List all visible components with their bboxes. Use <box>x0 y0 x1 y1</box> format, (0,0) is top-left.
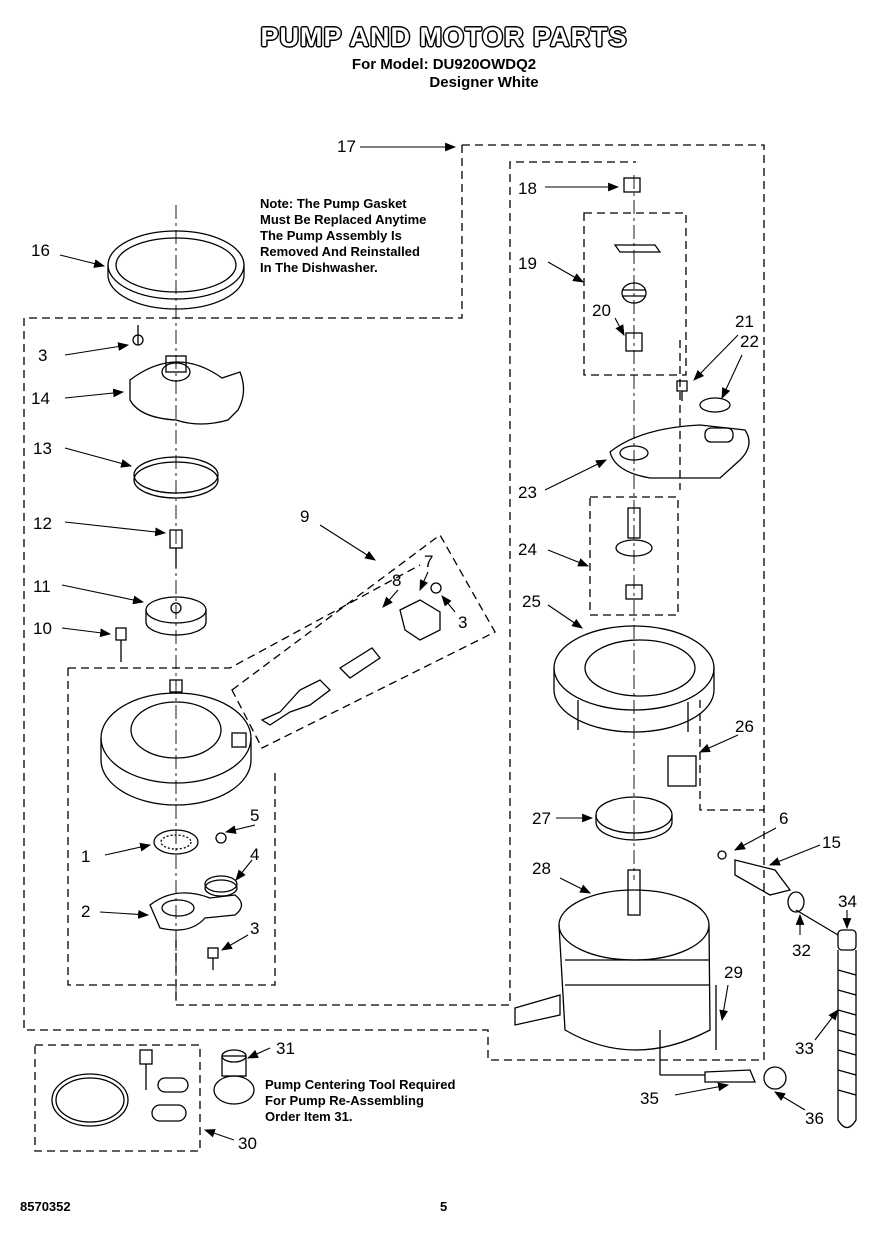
callout-26: 26 <box>735 717 754 736</box>
callout-28: 28 <box>532 859 551 878</box>
callout-3-bottom: 3 <box>250 919 260 938</box>
part-20-bushing <box>625 332 643 352</box>
part-15-fitting <box>717 850 805 913</box>
callout-23: 23 <box>518 483 537 502</box>
callout-31: 31 <box>276 1039 295 1058</box>
part-9-valve-assembly <box>260 582 442 726</box>
part-2-base <box>149 892 243 931</box>
callout-6: 6 <box>779 809 789 828</box>
callout-13: 13 <box>33 439 52 458</box>
part-12-screw <box>169 529 183 568</box>
part-27-disc <box>595 796 673 841</box>
callout-33: 33 <box>795 1039 814 1058</box>
part-5-ball <box>215 832 227 844</box>
part-14-cover <box>129 325 245 425</box>
color-line: Designer White <box>429 74 539 91</box>
callout-3-top: 3 <box>38 346 48 365</box>
part-18-nut <box>623 177 641 193</box>
part-33-hose <box>795 909 857 1129</box>
part-16-gasket <box>107 230 245 310</box>
callout-35: 35 <box>640 1089 659 1108</box>
callout-20: 20 <box>592 301 611 320</box>
part-10-screw <box>115 627 127 662</box>
callout-21: 21 <box>735 312 754 331</box>
leader-lines <box>59 142 852 1141</box>
part-22-ring <box>699 397 731 413</box>
part-4-ring <box>204 875 238 897</box>
callout-19: 19 <box>518 254 537 273</box>
part-30-kit <box>51 1049 189 1127</box>
part-24-seal <box>615 507 653 600</box>
part-35-36-fitting <box>659 1030 787 1090</box>
part-26-clip <box>667 755 697 787</box>
page-title: PUMP AND MOTOR PARTS <box>260 22 628 52</box>
callout-24: 24 <box>518 540 537 559</box>
callout-15: 15 <box>822 833 841 852</box>
centering-tool-note: Pump Centering Tool Required For Pump Re… <box>265 1077 456 1124</box>
part-13-ring <box>133 456 219 499</box>
part-31-tool <box>213 1049 255 1105</box>
callout-8: 8 <box>392 571 402 590</box>
callout-34: 34 <box>838 892 857 911</box>
callout-2: 2 <box>81 902 91 921</box>
part-23-plate <box>609 424 750 479</box>
gasket-note: Note: The Pump Gasket Must Be Replaced A… <box>260 196 427 275</box>
callout-36: 36 <box>805 1109 824 1128</box>
part-11-impeller <box>145 596 207 636</box>
callout-12: 12 <box>33 514 52 533</box>
callout-18: 18 <box>518 179 537 198</box>
callout-10: 10 <box>33 619 52 638</box>
callout-29: 29 <box>724 963 743 982</box>
group-outline <box>23 144 765 1152</box>
callout-25: 25 <box>522 592 541 611</box>
pump-housing <box>100 679 252 806</box>
callout-14: 14 <box>31 389 50 408</box>
part-28-motor <box>514 869 711 1051</box>
page-number: 5 <box>440 1199 448 1214</box>
callout-7: 7 <box>424 552 434 571</box>
callout-5: 5 <box>250 806 260 825</box>
callout-30: 30 <box>238 1134 257 1153</box>
part-21-screw <box>676 380 688 401</box>
callout-16: 16 <box>31 241 50 260</box>
callout-27: 27 <box>532 809 551 828</box>
callout-17: 17 <box>337 137 356 156</box>
part-3-screw-bottom <box>207 947 219 970</box>
callout-22: 22 <box>740 332 759 351</box>
callout-4: 4 <box>250 845 260 864</box>
part-19-spring-assembly <box>613 244 662 304</box>
callout-9: 9 <box>300 507 310 526</box>
part-25-mount <box>553 625 715 733</box>
part-1-filter <box>153 829 199 855</box>
callout-32: 32 <box>792 941 811 960</box>
callout-11: 11 <box>33 577 51 596</box>
callout-3-mid: 3 <box>458 613 468 632</box>
model-line: For Model: DU920OWDQ2 <box>351 56 537 73</box>
callout-1: 1 <box>81 847 91 866</box>
document-number: 8570352 <box>20 1199 71 1214</box>
